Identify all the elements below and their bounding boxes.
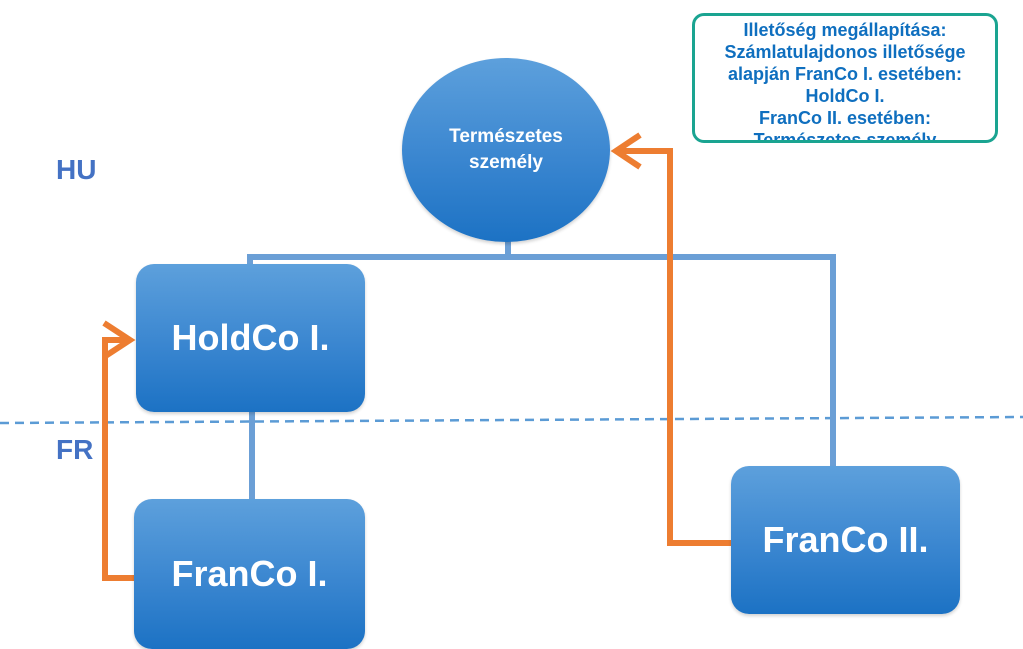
note-line: Illetőség megállapítása:: [743, 20, 947, 40]
connector-person-to-holdco: [247, 254, 836, 468]
arrow-franco2-to-person-head: [610, 132, 642, 170]
note-line: Számlatulajdonos illetősége: [724, 42, 966, 62]
natural-person-label: Természetes személy: [449, 126, 563, 173]
arrow-franco1-to-holdco-head: [102, 320, 136, 360]
natural-person-node: Természetes személy: [402, 58, 610, 242]
country-border-line: [0, 415, 1023, 425]
residence-arrows: [102, 132, 733, 581]
note-line: FranCo II. esetében:: [758, 108, 932, 128]
note-line: HoldCo I.: [805, 86, 885, 106]
holdco-node: HoldCo I.: [136, 264, 365, 412]
note-line: alapján FranCo I. esetében:: [727, 64, 963, 84]
franco1-label: FranCo I.: [171, 553, 328, 594]
arrow-franco2-to-person: [618, 148, 733, 546]
franco1-node: FranCo I.: [134, 499, 365, 649]
region-label-hu: HU: [56, 154, 97, 185]
region-label-fr: FR: [56, 434, 94, 465]
holdco-label: HoldCo I.: [171, 317, 330, 358]
franco2-node: FranCo II.: [731, 466, 960, 614]
note-line: Természetes személy: [753, 130, 937, 143]
arrow-franco1-to-holdco: [102, 337, 136, 581]
franco2-label: FranCo II.: [762, 519, 929, 560]
residence-note-box: Illetőség megállapítása: Számlatulajdono…: [692, 13, 998, 143]
ownership-connectors: [247, 240, 836, 501]
